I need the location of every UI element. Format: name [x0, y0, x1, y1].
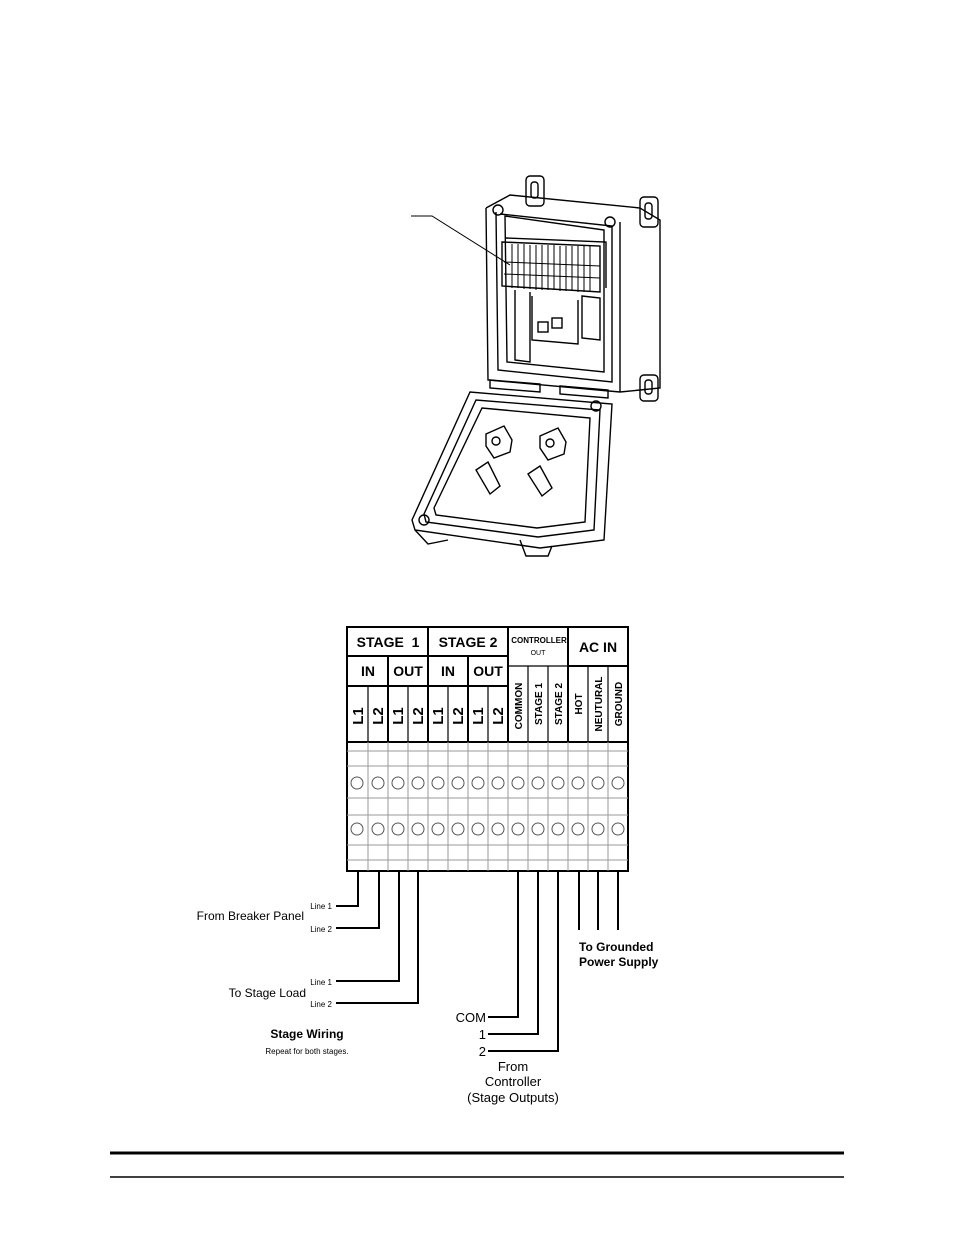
controller-out-header-line1: CONTROLLER: [511, 636, 567, 645]
terminal-screws: [350, 776, 625, 836]
controller-com-label: COM: [456, 1010, 486, 1025]
stage-load-label: To Stage Load: [229, 986, 306, 1000]
terminal-label-7: L1: [470, 707, 487, 725]
stage1-in-label: IN: [361, 663, 375, 679]
wires: [336, 871, 619, 1052]
terminal-label-3: L1: [390, 707, 407, 725]
grounded-power-label-1: To Grounded: [579, 940, 653, 954]
stage2-in-label: IN: [441, 663, 455, 679]
load-line2-label: Line 2: [310, 1000, 332, 1009]
stage2-out-label: OUT: [473, 663, 503, 679]
terminal-label-2: L2: [370, 707, 387, 725]
controller-out-header-line2: OUT: [531, 650, 547, 657]
terminal-label-5: L1: [430, 707, 447, 725]
leader-line: [411, 215, 511, 266]
terminal-label-4: L2: [410, 707, 427, 725]
terminal-strip: STAGE 1 STAGE 2 CONTROLLER OUT AC IN IN …: [346, 626, 629, 872]
enclosure-illustration: [411, 175, 661, 557]
terminal-label-ground: GROUND: [614, 682, 625, 726]
controller-1-label: 1: [479, 1027, 486, 1042]
stage-wiring-title: Stage Wiring: [270, 1027, 343, 1041]
from-label: From: [498, 1059, 528, 1074]
terminal-label-neutural: NEUTURAL: [594, 677, 605, 732]
controller-label: Controller: [485, 1074, 542, 1089]
terminal-label-8: L2: [490, 707, 507, 725]
stage1-header: STAGE 1: [357, 634, 420, 650]
breaker-panel-label: From Breaker Panel: [197, 909, 304, 923]
stage1-out-label: OUT: [393, 663, 423, 679]
stage-wiring-note: Repeat for both stages.: [265, 1047, 348, 1056]
terminal-label-6: L2: [450, 707, 467, 725]
stage-outputs-label: (Stage Outputs): [467, 1090, 559, 1105]
stage2-header: STAGE 2: [439, 634, 498, 650]
terminal-label-1: L1: [350, 707, 367, 725]
breaker-line2-label: Line 2: [310, 925, 332, 934]
grounded-power-label-2: Power Supply: [579, 955, 659, 969]
breaker-line1-label: Line 1: [310, 902, 332, 911]
terminal-label-common: COMMON: [514, 683, 525, 730]
terminal-label-stage2: STAGE 2: [554, 683, 565, 725]
terminal-label-hot: HOT: [574, 693, 585, 714]
load-line1-label: Line 1: [310, 978, 332, 987]
controller-2-label: 2: [479, 1044, 486, 1059]
terminal-label-stage1: STAGE 1: [534, 683, 545, 725]
ac-in-header: AC IN: [579, 639, 617, 655]
